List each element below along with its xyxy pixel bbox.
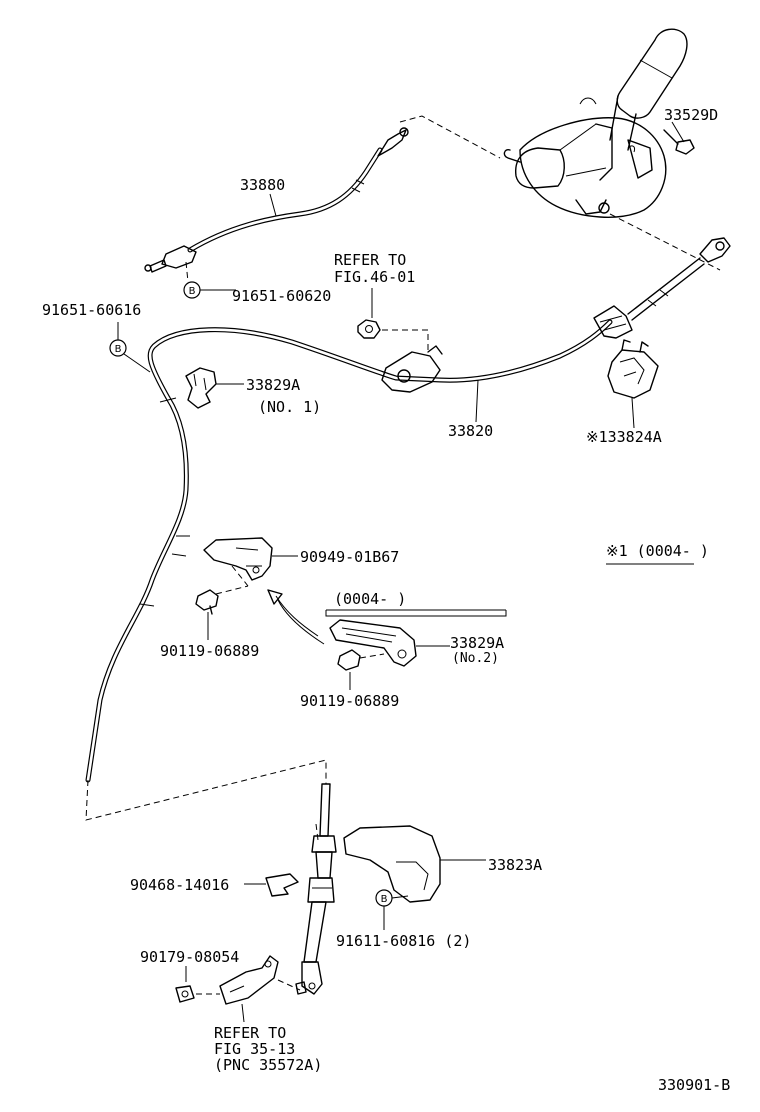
clip-33829A-no1 — [185, 367, 244, 409]
clip-33829A-no2 — [329, 619, 450, 667]
cable-33820 — [85, 237, 731, 783]
direction-arrow — [267, 589, 325, 645]
part-label-91611-60816: 91611-60816 (2) — [336, 932, 471, 950]
bushing-90179-08054 — [175, 966, 220, 1003]
bolt-90119-06889-b — [337, 649, 385, 690]
svg-text:B: B — [189, 286, 196, 297]
part-label-33820: 33820 — [448, 422, 493, 440]
part-label-90468-14016: 90468-14016 — [130, 876, 229, 894]
svg-text:B: B — [115, 344, 122, 355]
part-label-133824A: ※133824A — [586, 428, 662, 446]
refer-fig-35-13-line2: FIG 35-13 — [214, 1040, 295, 1058]
cable-33880 — [144, 127, 409, 283]
refer-fig-46-01-line2: FIG.46-01 — [334, 268, 415, 286]
part-label-90179-08054: 90179-08054 — [140, 948, 239, 966]
part-label-91651-60616: 91651-60616 — [42, 301, 141, 319]
part-label-90119-06889-a: 90119-06889 — [160, 642, 259, 660]
lever-arm — [219, 955, 301, 1023]
part-label-90119-06889-b: 90119-06889 — [300, 692, 399, 710]
shift-lever-assembly — [503, 28, 688, 218]
part-label-90949-01B67: 90949-01B67 — [300, 548, 399, 566]
bubble-b-91651-60616: B — [109, 322, 151, 373]
part-label-33823A: 33823A — [488, 856, 542, 874]
refer-fig-35-13-line3: (PNC 35572A) — [214, 1056, 322, 1074]
nut — [357, 319, 429, 352]
clip-90468-14016 — [244, 873, 299, 897]
bolt-90119-06889-a — [195, 589, 219, 640]
part-label-33529D: 33529D — [664, 106, 718, 124]
cover-33823A — [343, 825, 486, 903]
refer-fig-46-01-line1: REFER TO — [334, 251, 406, 269]
refer-fig-35-13-line1: REFER TO — [214, 1024, 286, 1042]
bubble-b-91611-60816: B — [375, 889, 409, 930]
part-label-91651-60620: 91651-60620 — [232, 287, 331, 305]
part-label-33880: 33880 — [240, 176, 285, 194]
part-label-33829A-no2: 33829A — [450, 634, 504, 652]
bracket-90949-01B67 — [203, 537, 298, 595]
svg-text:B: B — [381, 894, 388, 905]
cover-133824A — [607, 339, 659, 429]
note-asterisk-1: ※1 (0004- ) — [606, 542, 709, 560]
range-label-0004: (0004- ) — [334, 590, 406, 608]
part-label-no1: (NO. 1) — [258, 398, 321, 416]
bolt-33529D — [663, 121, 695, 155]
part-label-no2: (No.2) — [452, 651, 499, 666]
lower-rod-assembly — [295, 783, 337, 995]
bubble-b-91651-60620: B — [183, 281, 236, 299]
part-label-33829A-no1: 33829A — [246, 376, 300, 394]
figure-id: 330901-B — [658, 1076, 730, 1094]
